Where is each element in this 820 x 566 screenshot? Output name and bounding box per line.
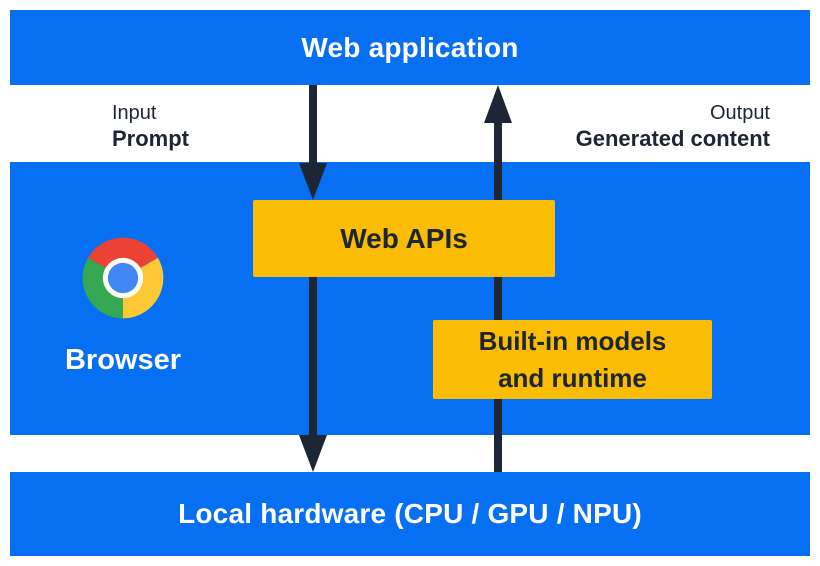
down-arrow-head2-icon bbox=[299, 435, 327, 472]
chrome-logo-icon bbox=[82, 237, 164, 319]
output-caption: Output bbox=[709, 102, 770, 124]
input-value: Prompt bbox=[112, 126, 189, 151]
input-labels: Input Prompt bbox=[112, 101, 189, 152]
output-value: Generated content bbox=[575, 126, 770, 151]
down-arrow-head-icon bbox=[299, 163, 327, 200]
up-arrow-line bbox=[494, 120, 502, 472]
local-hardware-label: Local hardware (CPU / GPU / NPU) bbox=[178, 498, 642, 529]
web-application-band: Web application bbox=[10, 10, 810, 85]
down-arrow-line-bottom bbox=[309, 277, 317, 437]
local-hardware-band: Local hardware (CPU / GPU / NPU) bbox=[10, 472, 810, 556]
web-application-label: Web application bbox=[301, 31, 519, 63]
up-arrow-head-icon bbox=[484, 85, 512, 123]
builtin-models-label-line1: Built-in models bbox=[478, 325, 667, 356]
web-apis-box: Web APIs bbox=[253, 200, 555, 277]
output-labels: Output Generated content bbox=[576, 101, 770, 152]
web-apis-label: Web APIs bbox=[340, 222, 468, 254]
builtin-models-label-line2: and runtime bbox=[498, 362, 647, 393]
browser-label: Browser bbox=[64, 344, 182, 376]
builtin-models-box: Built-in models and runtime bbox=[433, 320, 712, 399]
down-arrow-line-top bbox=[309, 85, 317, 165]
input-caption: Input bbox=[112, 102, 157, 124]
